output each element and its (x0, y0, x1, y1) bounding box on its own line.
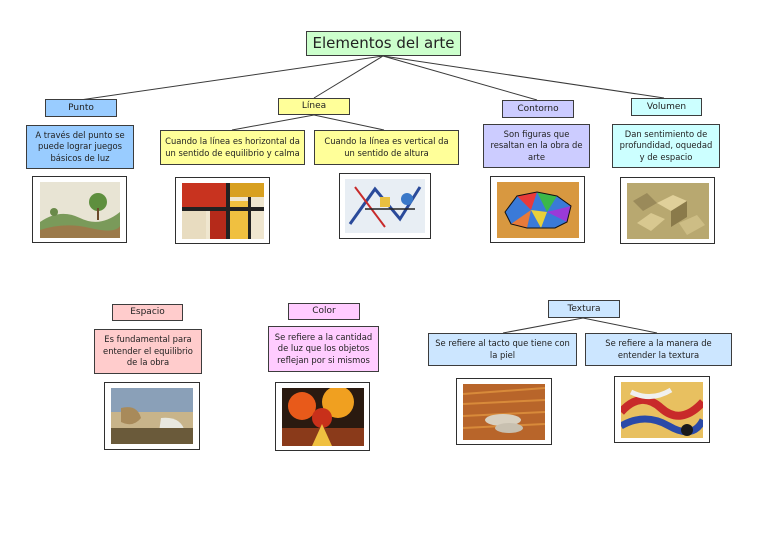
espacio-desc: Es fundamental para entender el equilibr… (103, 334, 193, 368)
textura-desc-a-box: Se refiere al tacto que tiene con la pie… (428, 333, 577, 366)
connector-contorno (382, 55, 538, 101)
volumen-desc: Dan sentimiento de profundidad, oquedad … (619, 128, 713, 162)
linea-label: Línea (301, 101, 327, 112)
linea-h-desc: Cuando la línea es horizontal da un sent… (165, 136, 300, 158)
color-label-box: Color (288, 303, 360, 320)
textura-desc-b: Se refiere a la manera de entender la te… (605, 338, 712, 360)
volumen-label-box: Volumen (631, 98, 702, 116)
connector-punto (79, 55, 384, 101)
linea-v-artwork (339, 173, 431, 239)
contorno-label: Contorno (517, 103, 559, 114)
punto-artwork (32, 176, 127, 243)
color-artwork-image (281, 387, 364, 446)
espacio-label: Espacio (130, 307, 165, 318)
color-desc-box: Se refiere a la cantidad de luz que los … (268, 326, 379, 372)
punto-label: Punto (68, 102, 94, 113)
connector-volumen (382, 55, 665, 99)
contorno-desc: Son figuras que resaltan en la obra de a… (490, 128, 583, 162)
connector-textura-a (502, 317, 584, 334)
linea-v-desc-box: Cuando la línea es vertical da un sentid… (314, 130, 459, 165)
title-box: Elementos del arte (306, 31, 461, 56)
linea-v-artwork-image (345, 179, 425, 233)
textura-a-artwork (456, 378, 552, 445)
color-label: Color (312, 306, 336, 317)
punto-desc-box: A través del punto se puede lograr juego… (26, 125, 134, 169)
volumen-desc-box: Dan sentimiento de profundidad, oquedad … (612, 124, 720, 168)
contorno-artwork (490, 176, 585, 243)
textura-b-artwork (614, 376, 710, 443)
color-artwork (275, 382, 370, 451)
linea-h-artwork (175, 177, 270, 244)
connector-textura-b (582, 317, 658, 334)
textura-desc-a: Se refiere al tacto que tiene con la pie… (435, 338, 570, 360)
linea-label-box: Línea (278, 98, 350, 115)
textura-b-artwork-image (621, 381, 703, 438)
contorno-label-box: Contorno (502, 100, 574, 118)
contorno-desc-box: Son figuras que resaltan en la obra de a… (483, 124, 590, 168)
volumen-artwork (620, 177, 715, 244)
punto-desc: A través del punto se puede lograr juego… (35, 129, 125, 163)
punto-label-box: Punto (45, 99, 117, 117)
textura-desc-b-box: Se refiere a la manera de entender la te… (585, 333, 732, 366)
color-desc: Se refiere a la cantidad de luz que los … (274, 331, 373, 365)
linea-v-desc: Cuando la línea es vertical da un sentid… (324, 136, 449, 158)
linea-h-desc-box: Cuando la línea es horizontal da un sent… (160, 130, 305, 165)
connector-linea-v (313, 114, 385, 131)
volumen-artwork-image (626, 182, 709, 239)
connector-linea (313, 55, 384, 99)
connector-linea-h (231, 114, 315, 131)
punto-artwork-image (39, 181, 120, 238)
espacio-artwork (104, 382, 200, 450)
espacio-desc-box: Es fundamental para entender el equilibr… (94, 329, 202, 374)
linea-h-artwork-image (181, 182, 264, 239)
textura-a-artwork-image (463, 383, 545, 440)
textura-label: Textura (567, 303, 601, 314)
title-text: Elementos del arte (312, 34, 455, 53)
espacio-label-box: Espacio (112, 304, 183, 321)
volumen-label: Volumen (646, 101, 687, 112)
textura-label-box: Textura (548, 300, 620, 318)
espacio-artwork-image (111, 388, 193, 444)
contorno-artwork-image (496, 181, 579, 238)
